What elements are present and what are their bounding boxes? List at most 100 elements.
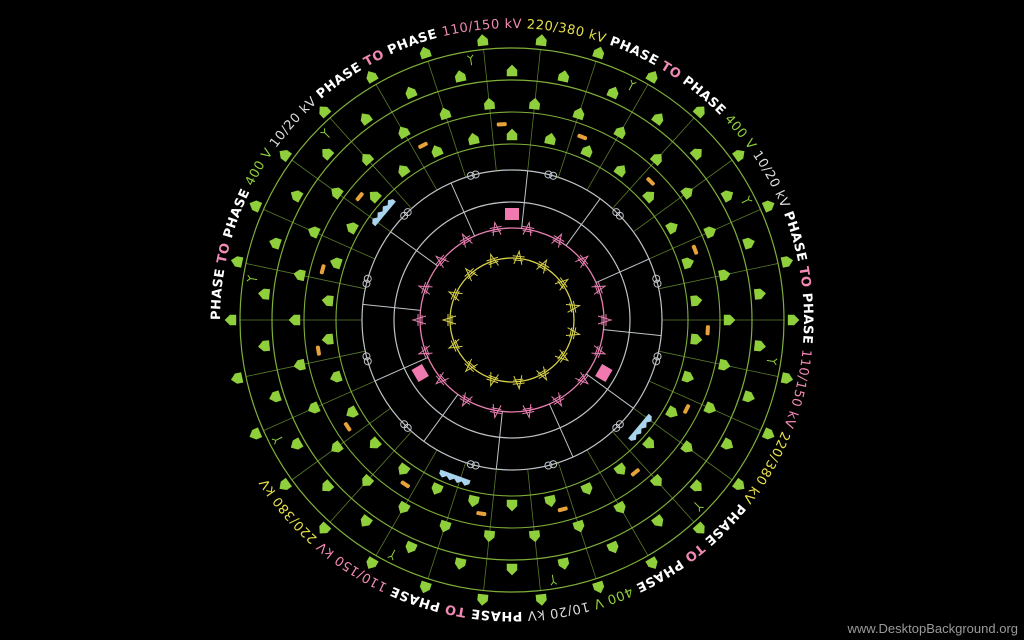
house-icon [454,70,467,83]
house-icon [645,71,658,84]
house-icon [732,477,745,491]
car-icon [646,177,655,186]
branch-line [329,117,412,209]
feeder-line [362,303,421,311]
pylon-icon [441,314,457,326]
ring-label-segment: PHASE [679,74,732,123]
house-icon [307,401,321,414]
house-icon [258,288,271,300]
pylon-icon [554,277,570,291]
house-icon [753,288,766,300]
house-icon [645,556,658,569]
house-icon [742,237,755,250]
pylon-icon [459,392,473,408]
house-icon [269,237,282,250]
car-icon [577,133,588,141]
pylon-icon [459,232,473,248]
ring-label-segment: PHASE [386,26,445,59]
feeder-line [423,394,459,442]
branch-line [557,462,597,579]
house-icon [468,494,480,508]
house-icon [331,187,344,200]
pylon-icon [522,403,535,420]
house-icon [723,314,736,326]
car-icon [557,506,568,513]
house-icon [535,593,547,606]
pylon-icon [464,358,478,373]
house-icon [362,154,375,167]
branch-line [245,263,366,290]
house-icon [606,86,619,100]
house-icon [580,145,593,158]
house-icon [369,191,382,204]
house-icon [419,46,432,60]
house-icon [613,126,626,140]
branch-line [658,350,779,377]
ring-label-segment: PHASE [465,604,523,623]
house-icon [572,107,585,121]
pylon-icon [536,258,550,274]
pylon-icon [447,338,463,352]
house-icon [405,86,418,100]
wind-turbine-icon [246,274,258,282]
house-icon [431,145,444,158]
pylon-icon [512,249,525,265]
wind-turbine-icon [320,128,330,138]
house-icon [330,370,343,383]
house-icon [398,500,411,514]
transformer-icon [362,352,372,366]
house-icon [649,473,662,486]
transformer-icon [612,208,624,220]
car-icon [319,264,326,275]
transformer-icon [466,170,480,180]
house-icon [689,148,702,161]
branch-line [557,61,597,178]
pylon-icon [489,403,502,420]
house-icon [431,482,444,495]
ring-label-segment: 10/20 kV [267,91,324,151]
branch-line [263,209,376,260]
house-icon [572,519,585,533]
house-icon [506,64,518,77]
power-plant-icon [595,363,613,383]
pylon-icon [575,371,590,386]
voltage-ring [303,111,721,529]
branch-line [612,431,695,523]
house-icon [651,113,664,126]
ring-label-segment: TO [215,236,236,265]
house-icon [321,295,334,307]
house-icon [290,190,304,203]
car-icon [355,192,364,202]
house-icon [613,165,626,178]
ring-label-segment: PHASE [608,34,666,72]
house-icon [681,257,694,270]
car-icon [683,404,691,414]
pylon-icon [417,345,433,358]
house-icon [703,401,717,414]
house-icon [557,557,570,570]
house-icon [665,222,678,235]
pylon-icon [591,282,607,295]
house-icon [322,479,335,492]
house-icon [290,437,304,450]
pylon-icon [486,252,499,268]
house-icon [331,440,344,453]
pylon-icon [411,314,427,326]
feeder-line [521,170,529,229]
wind-turbine-icon [694,502,704,512]
feeder-line [548,403,574,458]
factory-icon [505,208,519,220]
transformer-icon [544,460,558,470]
house-icon [346,222,359,235]
pylon-icon [417,282,433,295]
house-icon [288,314,301,326]
ring-label-segment: 220/380 kV [736,429,792,510]
grid-icons [224,34,800,606]
ring-label-segment: PHASE [799,292,815,350]
ring-label-segment: PHASE [314,57,369,102]
house-icon [649,154,662,167]
house-icon [360,113,373,126]
house-icon [477,34,489,47]
voltage-ring [449,257,575,383]
house-icon [681,370,694,383]
